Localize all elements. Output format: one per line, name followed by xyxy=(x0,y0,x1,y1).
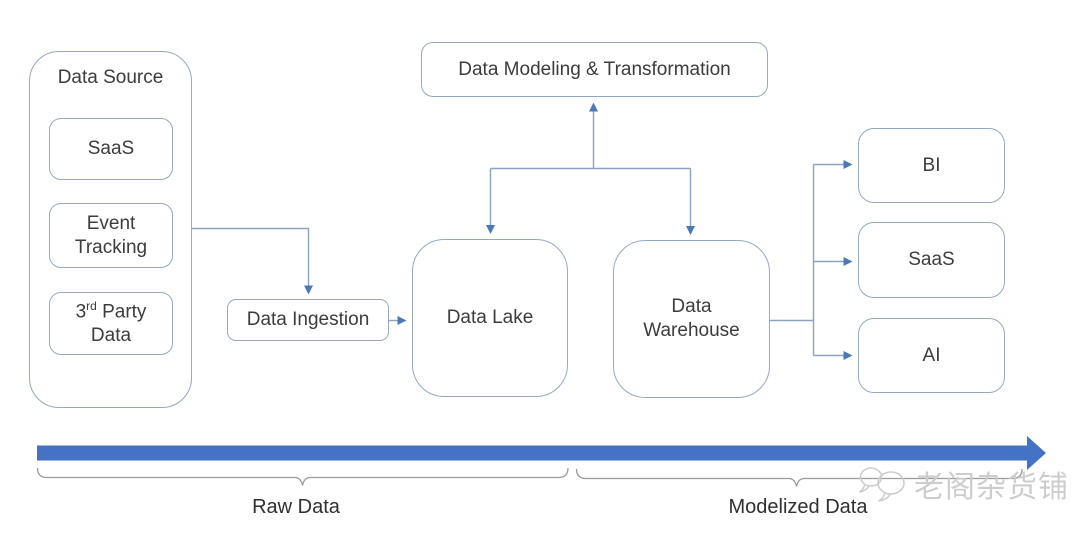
raw-data-label: Raw Data xyxy=(252,496,340,518)
node-data-lake-label: Data Lake xyxy=(446,307,534,329)
node-event-tracking-label: Event Tracking xyxy=(74,212,148,258)
node-data-warehouse-label: Data Warehouse xyxy=(643,296,740,341)
watermark: 老阁杂货铺 xyxy=(858,462,1069,506)
node-saas-source: SaaS xyxy=(49,118,173,180)
node-data-modeling-label: Data Modeling & Transformation xyxy=(458,58,731,80)
node-saas-output-label: SaaS xyxy=(908,249,955,271)
connector-source-to-ingestion xyxy=(192,227,313,295)
node-saas-output: SaaS xyxy=(858,222,1005,298)
node-data-warehouse: Data Warehouse xyxy=(613,240,770,398)
node-data-ingestion-label: Data Ingestion xyxy=(246,309,370,331)
node-event-tracking: Event Tracking xyxy=(49,203,173,268)
modelized-data-label: Modelized Data xyxy=(728,496,868,518)
node-data-modeling-transformation: Data Modeling & Transformation xyxy=(421,42,768,97)
watermark-text: 老阁杂货铺 xyxy=(914,471,1069,504)
node-data-lake: Data Lake xyxy=(412,239,568,397)
node-saas-source-label: SaaS xyxy=(87,138,135,160)
connector-warehouse-splitter xyxy=(770,164,815,356)
node-bi-label: BI xyxy=(922,154,941,176)
data-source-title: Data Source xyxy=(57,67,164,88)
ordinal-superscript: rd xyxy=(86,299,97,314)
node-bi: BI xyxy=(858,128,1005,203)
raw-data-brace xyxy=(36,467,569,486)
chat-bubbles-icon xyxy=(859,467,905,502)
timeline-arrow xyxy=(37,436,1046,470)
node-data-ingestion: Data Ingestion xyxy=(227,299,389,341)
node-third-party-data-label: 3rd Party Data xyxy=(75,299,147,347)
modelized-data-brace xyxy=(575,468,1023,487)
node-third-party-data: 3rd Party Data xyxy=(49,292,173,355)
node-ai: AI xyxy=(858,318,1005,393)
node-ai-label: AI xyxy=(922,344,941,366)
